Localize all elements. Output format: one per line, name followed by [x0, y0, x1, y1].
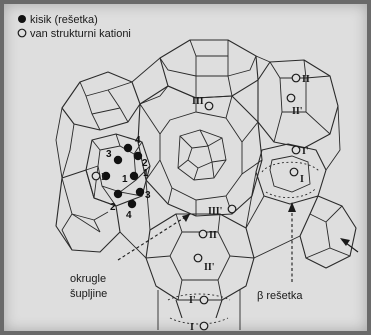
annotations: okrugle šupljine β rešetka	[70, 202, 359, 302]
site-label-I-right: I	[300, 174, 304, 185]
cation-site-III-top	[204, 101, 214, 111]
oxygen-number: 2	[110, 202, 116, 213]
site-label-II-mid: II	[209, 230, 217, 241]
oxygen-atom	[113, 155, 123, 165]
cation-site-III-prime-mid	[227, 204, 237, 214]
supercage-label-line1: okrugle	[70, 273, 106, 285]
site-label-I-prime-right: I'	[302, 146, 309, 157]
cation-site-II-top	[291, 73, 301, 83]
oxygen-atoms	[101, 143, 145, 209]
beta-arrow-head	[288, 202, 296, 212]
oxygen-number: 3	[106, 149, 112, 160]
site-label-II-top: II	[302, 74, 310, 85]
cation-sites: I III II II' I' I III' II II' I' I	[91, 73, 310, 333]
oxygen-number: 2	[142, 158, 148, 169]
legend-cation-label: van strukturni kationi	[30, 28, 131, 40]
cation-site-II-mid	[198, 229, 208, 239]
site-label-II-prime-top: II'	[292, 106, 303, 117]
oxygen-number: 4	[126, 210, 132, 221]
oxygen-atom	[127, 199, 137, 209]
site-label-III-top: III	[192, 96, 204, 107]
oxygen-position-numbers: 4 3 2 1 3 2 4 1	[106, 135, 151, 221]
cation-site-I-prime-bottom	[199, 295, 209, 305]
oxygen-atom	[101, 171, 111, 181]
site-label-III-prime-mid: III'	[208, 206, 223, 217]
site-label-I-left: I	[101, 172, 105, 183]
supercage-label-line2: šupljine	[70, 288, 107, 300]
oxygen-atom	[135, 187, 145, 197]
site-label-I-bottom: I	[190, 322, 194, 333]
oxygen-number: 4	[135, 135, 141, 146]
legend: kisik (rešetka) van strukturni kationi	[17, 14, 131, 40]
oxygen-atom	[133, 151, 143, 161]
oxygen-number: 1	[122, 174, 128, 185]
site-label-II-prime-mid: II'	[204, 262, 215, 273]
legend-oxygen-label: kisik (rešetka)	[30, 14, 98, 26]
cation-site-II-prime-top	[286, 93, 296, 103]
cation-site-II-prime-mid	[193, 253, 203, 263]
oxygen-atom	[113, 189, 123, 199]
right-arrow-head	[340, 238, 350, 246]
oxygen-atom	[123, 143, 133, 153]
beta-cage-label: β rešetka	[257, 290, 303, 302]
cation-site-I-left	[91, 171, 101, 181]
oxygen-number: 3	[145, 190, 151, 201]
site-label-I-prime-bottom: I'	[189, 295, 196, 306]
oxygen-atom	[129, 171, 139, 181]
framework-lines	[55, 39, 357, 330]
legend-oxygen-marker	[18, 15, 26, 23]
cation-site-I-prime-right	[291, 145, 301, 155]
oxygen-number: 1	[143, 168, 149, 179]
cation-site-I-right	[289, 167, 299, 177]
paper-background	[4, 4, 367, 331]
cation-site-I-bottom	[199, 321, 209, 331]
legend-cation-marker	[17, 28, 27, 38]
